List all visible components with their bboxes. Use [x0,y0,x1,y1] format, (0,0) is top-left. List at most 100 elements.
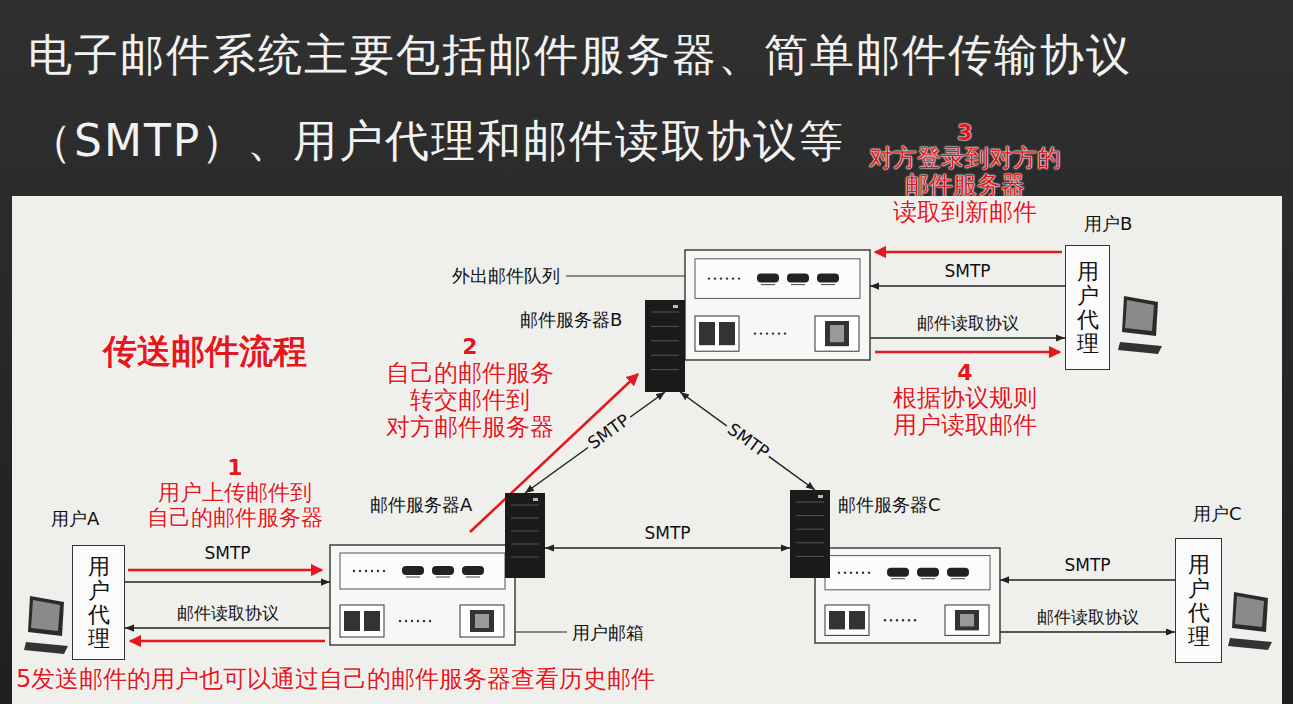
red-arrow [128,569,322,572]
user-mailbox [460,605,504,637]
part-label: 外出邮件队列 [452,266,560,287]
edge-label: SMTP [582,409,636,455]
server-tower [790,490,830,578]
monitor-screen [31,600,60,631]
tower-line [651,312,679,313]
tower-line [796,529,824,530]
dot [399,620,401,622]
mail-item [887,568,909,577]
dot [884,619,886,621]
user-mailbox-part [960,614,974,626]
mail-item-line [921,578,935,579]
computer-icon [1118,296,1162,354]
node-heading: 用户B [1084,214,1132,235]
user-mailbox [815,316,859,351]
mail-item-line [821,284,835,285]
edge-label: SMTP [944,262,990,282]
outgoing-queue [340,553,505,589]
dot [732,277,734,279]
red-arrow [875,251,1062,254]
mail-item-line [951,578,965,579]
mail-item-line [466,577,480,578]
user-agent: 用户B用户代理 [1065,245,1110,370]
computer-icon [1228,592,1272,650]
dot [359,570,361,572]
server-tower [645,300,685,392]
mail-item-line [406,577,420,578]
server-drawing [645,250,870,392]
dot [371,570,373,572]
connector [1000,579,1175,581]
callout-note: 根据协议规则 用户读取邮件 [893,385,1037,439]
dot [914,619,916,621]
node-heading: 邮件服务器B [520,310,622,331]
server-drawing [330,493,545,645]
connector [870,285,1065,287]
connector [125,581,330,583]
mail-server: 邮件服务器A [330,493,545,645]
figure-heading: 传送邮件流程 [103,332,307,371]
tower-line [511,518,539,519]
dot [868,572,870,574]
dot [838,572,840,574]
mail-item-line [436,577,450,578]
server-box [330,545,515,645]
connector [1000,631,1175,633]
edge-label: SMTP [1064,556,1110,576]
keyboard [1228,638,1272,650]
node-heading: 邮件服务器C [838,495,941,516]
keyboard [1118,342,1162,354]
connector [870,337,1065,339]
mailbox-part [344,611,360,631]
dot [353,570,355,572]
callout-note: 用户上传邮件到 自己的邮件服务器 [147,481,323,531]
tower-line [651,340,679,341]
server-tower [505,493,545,578]
tower-line [511,544,539,545]
user-mailbox-part [955,610,979,630]
dot [429,620,431,622]
tower-line [796,515,824,516]
callout-note: 自己的邮件服务 转交邮件到 对方邮件服务器 [386,360,554,441]
dot [720,277,722,279]
callout-number: 4 [957,360,972,385]
mailbox-slot [825,605,869,635]
mail-server: 邮件服务器C [790,490,1000,643]
mail-item [432,566,454,575]
callout-number: 2 [462,334,477,359]
red-arrow [130,640,325,643]
mailbox-slot [340,605,384,637]
edge-label: 邮件读取协议 [917,314,1019,334]
dot [844,572,846,574]
agent-label: 用户代理 [1188,552,1210,649]
user-mailbox-part [830,325,844,342]
dot [377,570,379,572]
dot [784,332,786,334]
dot [738,277,740,279]
outgoing-queue [825,556,990,590]
mailbox-part [364,611,380,631]
monitor-frame [1122,296,1158,336]
dot [778,332,780,334]
dot [856,572,858,574]
dot [760,332,762,334]
mailbox-part [719,322,735,345]
user-mailbox-part [470,610,494,632]
callout-number: 1 [227,455,242,480]
tower-line [651,369,679,370]
tower-line [511,505,539,506]
part-label: 用户邮箱 [572,623,644,644]
server-box [685,250,870,360]
dot [772,332,774,334]
callout-note: 对方登录到对方的 邮件服务器 读取到新邮件 [869,145,1061,226]
edge-label: 邮件读取协议 [1037,608,1139,628]
tower-line [511,531,539,532]
monitor-frame [28,596,64,636]
dot [417,620,419,622]
user-mailbox [945,605,989,635]
outgoing-queue [695,259,860,299]
server-box [815,548,1000,643]
mail-item [917,568,939,577]
